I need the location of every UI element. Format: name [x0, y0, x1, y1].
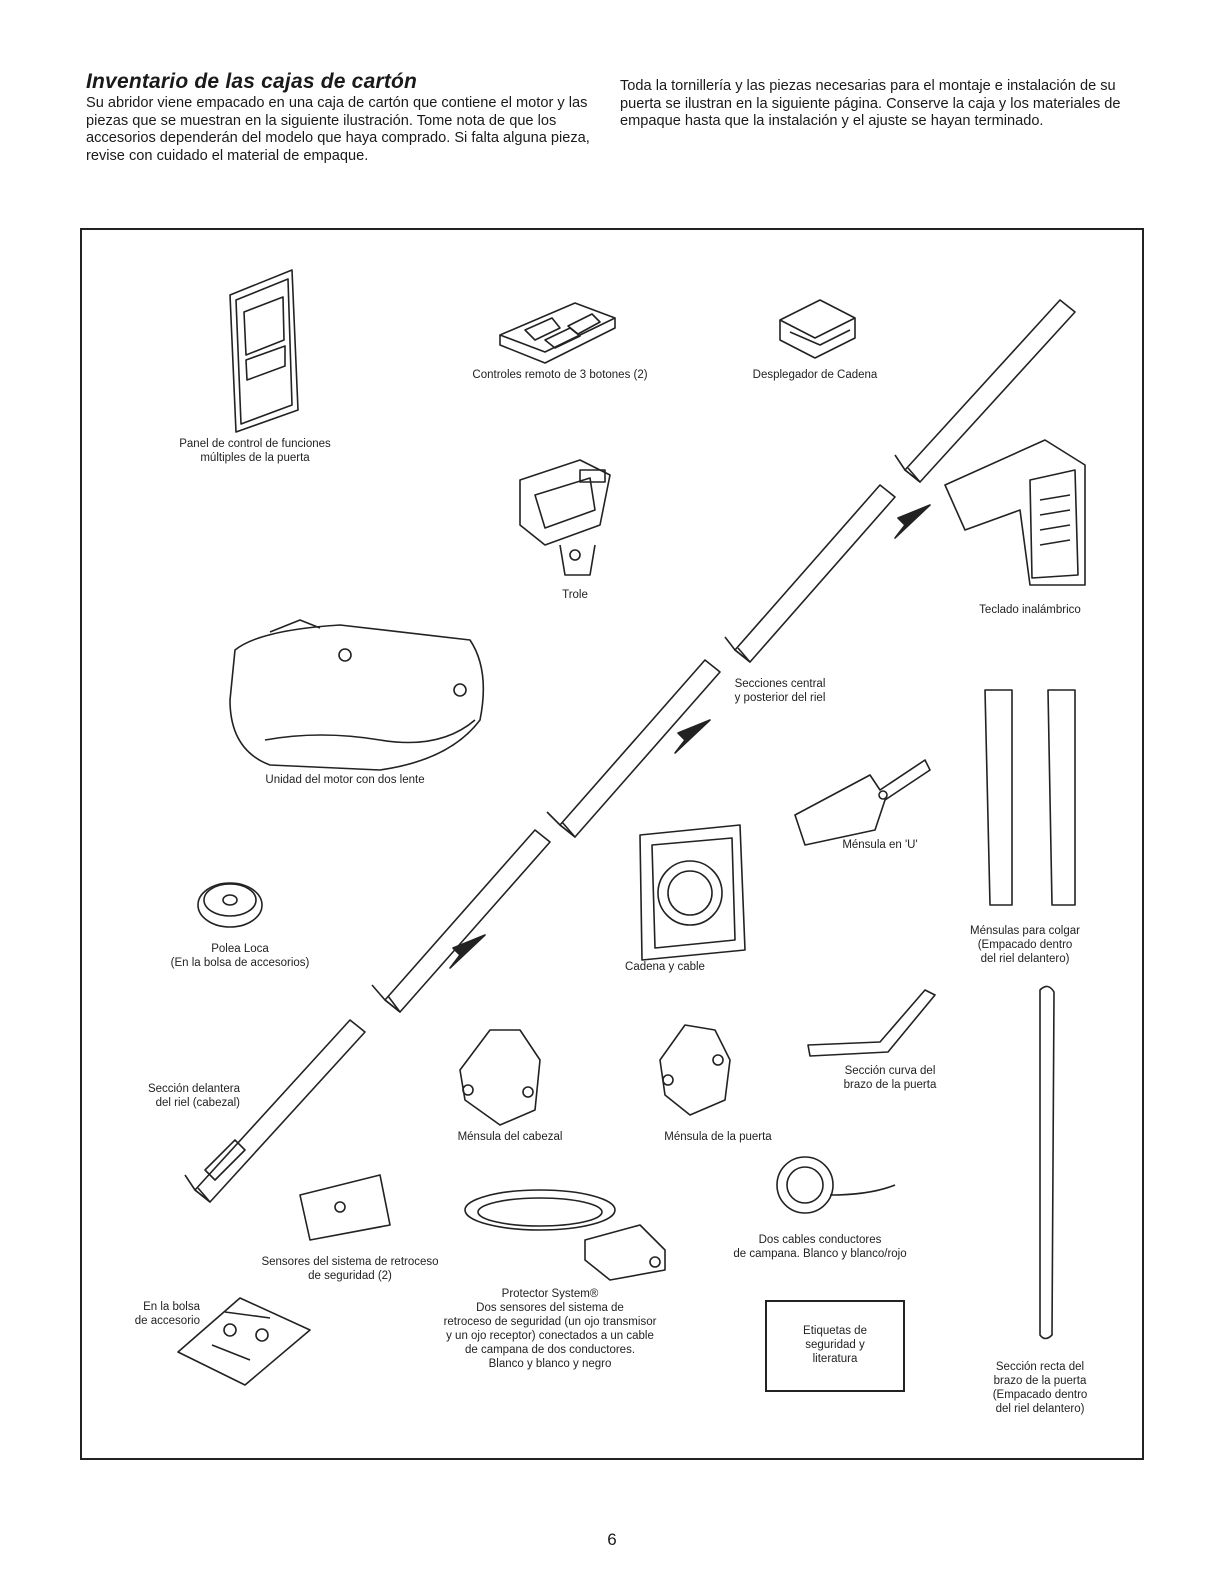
keypad-illustration	[944, 439, 1086, 586]
intro-right: Toda la tornillería y las piezas necesar…	[620, 78, 1121, 129]
caption-chain-spreader: Desplegador de Cadena	[752, 369, 878, 381]
caption-front-rail: Sección delantera del riel (cabezal)	[147, 1083, 240, 1109]
caption-accessory-bag: En la bolsa de accesorio	[134, 1301, 200, 1327]
labels-box: Etiquetas de seguridad y literatura	[765, 1300, 905, 1392]
caption-motor: Unidad del motor con dos lente	[265, 774, 425, 786]
chain-cable-illustration	[639, 824, 746, 961]
caption-remote: Controles remoto de 3 botones (2)	[472, 369, 648, 381]
caption-safety-sensors: Sensores del sistema de retroceso de seg…	[261, 1256, 439, 1282]
page-title: Inventario de las cajas de cartón	[86, 70, 418, 93]
caption-keypad: Teclado inalámbrico	[979, 604, 1081, 616]
caption-door-bracket: Ménsula de la puerta	[664, 1131, 772, 1143]
pulley-illustration	[197, 882, 263, 928]
arrow-icons	[449, 504, 931, 969]
header-bracket-illustration	[459, 1029, 541, 1126]
caption-curved-arm: Sección curva del brazo de la puerta	[843, 1065, 937, 1091]
control-panel-illustration	[229, 269, 299, 433]
curved-arm-illustration	[807, 989, 936, 1057]
straight-arm-illustration	[1039, 985, 1055, 1340]
caption-rail-sections: Secciones central y posterior del riel	[734, 678, 826, 704]
bell-wire-illustration	[776, 1156, 896, 1214]
page-number: 6	[607, 1530, 617, 1549]
caption-u-bracket: Ménsula en 'U'	[842, 839, 918, 851]
u-bracket-illustration	[794, 759, 931, 846]
rail-illustration	[184, 299, 1076, 1203]
protector-system-illustration	[464, 1189, 666, 1281]
remote-illustration	[499, 302, 616, 364]
caption-chain-cable: Cadena y cable	[625, 961, 705, 973]
caption-labels-box: Etiquetas de seguridad y literatura	[803, 1325, 867, 1365]
caption-bell-wire: Dos cables conductores de campana. Blanc…	[733, 1234, 907, 1260]
trolley-illustration	[519, 459, 611, 576]
accessory-bag-illustration	[177, 1297, 311, 1386]
caption-pulley: Polea Loca (En la bolsa de accesorios)	[170, 943, 310, 969]
caption-header-bracket: Ménsula del cabezal	[457, 1131, 563, 1143]
caption-hanging-brackets: Ménsulas para colgar (Empacado dentro de…	[970, 925, 1080, 965]
caption-protector: Protector System® Dos sensores del siste…	[443, 1288, 657, 1370]
inventory-frame	[80, 228, 1144, 1460]
safety-sensors-illustration	[299, 1174, 391, 1241]
motor-unit-illustration	[229, 619, 485, 771]
caption-straight-arm: Sección recta del brazo de la puerta (Em…	[992, 1361, 1088, 1415]
caption-trolley: Trole	[562, 589, 588, 601]
chain-spreader-illustration	[779, 299, 856, 359]
intro-left: Su abridor viene empacado en una caja de…	[86, 95, 590, 164]
hanging-brackets-illustration	[984, 689, 1076, 906]
door-bracket-illustration	[659, 1024, 731, 1116]
caption-control-panel: Panel de control de funciones múltiples …	[179, 438, 331, 464]
